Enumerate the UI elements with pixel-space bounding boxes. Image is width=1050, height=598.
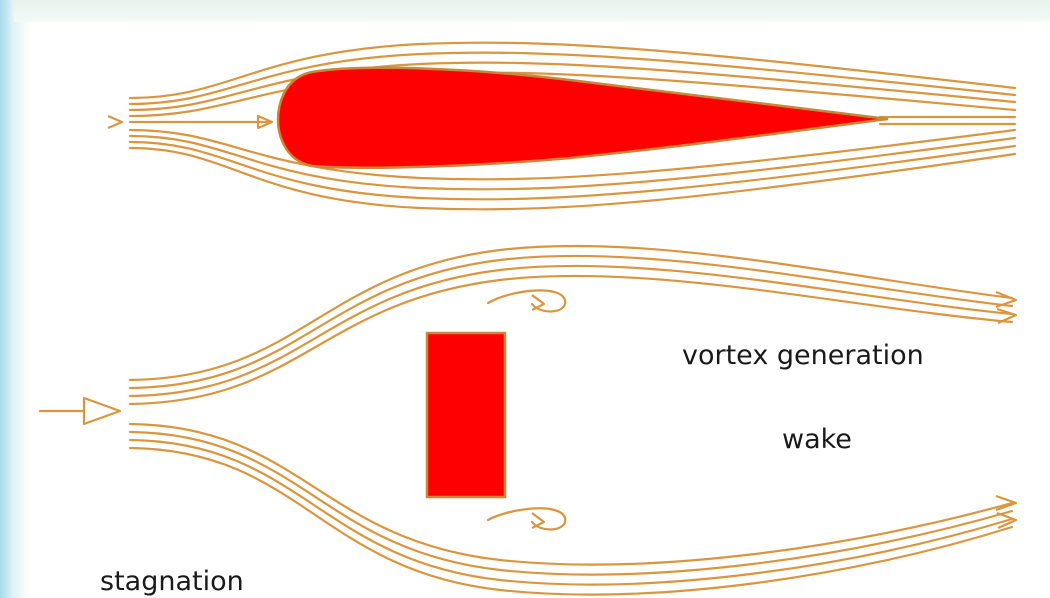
upper-vortex [488,290,565,311]
lower-vortex [488,508,565,529]
streamline [130,448,1012,594]
bluff-body-flow [40,246,1016,595]
vortex-arrow-icon [532,513,544,528]
airfoil-body [278,68,888,168]
vortex-arrow-icon [532,295,544,310]
flow-arrow-icon [84,398,120,424]
vortex-generation-label: vortex generation [682,340,924,371]
bluff-body [427,333,505,497]
flow-arrow-icon [996,496,1016,510]
stagnation-label: stagnation [100,566,244,597]
flow-arrow-icon [108,116,122,128]
wake-label: wake [782,424,852,455]
airfoil-flow [108,43,1015,210]
